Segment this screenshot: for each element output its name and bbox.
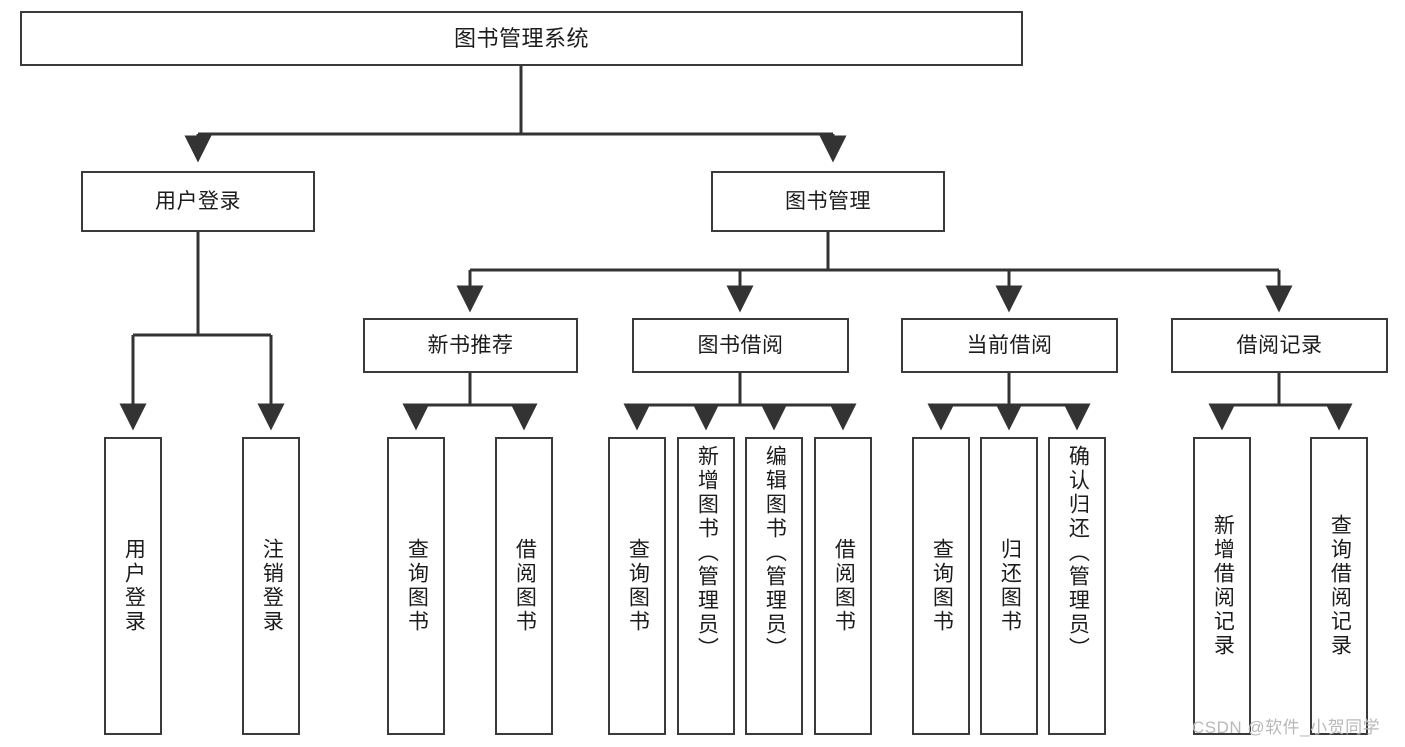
node-label: 注销登录 (260, 538, 284, 634)
leaf-confirm-return-admin[interactable]: 确认归还（管理员） (1048, 437, 1106, 735)
node-label: 借阅图书 (513, 538, 537, 634)
leaf-edit-book-admin[interactable]: 编辑图书（管理员） (745, 437, 803, 735)
node-label: 用户登录 (122, 538, 146, 634)
node-root-system[interactable]: 图书管理系统 (20, 11, 1023, 66)
node-label: 新增借阅记录 (1211, 514, 1235, 658)
node-label: 新增图书（管理员） (695, 445, 719, 661)
node-label: 查询图书 (405, 538, 429, 634)
node-label: 确认归还（管理员） (1066, 445, 1090, 661)
node-label: 借阅记录 (1236, 333, 1323, 357)
node-label: 当前借阅 (966, 333, 1053, 357)
node-book-manage[interactable]: 图书管理 (711, 171, 945, 232)
leaf-user-login[interactable]: 用户登录 (104, 437, 162, 735)
node-label: 图书管理系统 (453, 25, 589, 51)
leaf-borrow-book-recommend[interactable]: 借阅图书 (495, 437, 553, 735)
node-label: 借阅图书 (832, 538, 856, 634)
leaf-query-borrow-record[interactable]: 查询借阅记录 (1310, 437, 1368, 735)
node-current-borrow[interactable]: 当前借阅 (901, 318, 1118, 373)
node-label: 查询借阅记录 (1328, 514, 1352, 658)
node-label: 新书推荐 (427, 333, 514, 357)
leaf-borrow-book[interactable]: 借阅图书 (814, 437, 872, 735)
node-label: 查询图书 (626, 538, 650, 634)
leaf-query-book-recommend[interactable]: 查询图书 (387, 437, 445, 735)
node-label: 图书借阅 (697, 333, 784, 357)
node-user-login[interactable]: 用户登录 (81, 171, 315, 232)
node-new-book-recommend[interactable]: 新书推荐 (363, 318, 578, 373)
node-label: 图书管理 (785, 189, 871, 213)
node-book-borrow[interactable]: 图书借阅 (632, 318, 849, 373)
node-borrow-record[interactable]: 借阅记录 (1171, 318, 1388, 373)
leaf-query-book-current[interactable]: 查询图书 (912, 437, 970, 735)
node-label: 用户登录 (155, 189, 241, 213)
node-label: 编辑图书（管理员） (763, 445, 787, 661)
leaf-return-book[interactable]: 归还图书 (980, 437, 1038, 735)
leaf-query-book-borrow[interactable]: 查询图书 (608, 437, 666, 735)
leaf-add-book-admin[interactable]: 新增图书（管理员） (677, 437, 735, 735)
leaf-logout-login[interactable]: 注销登录 (242, 437, 300, 735)
node-label: 归还图书 (998, 538, 1022, 634)
node-label: 查询图书 (930, 538, 954, 634)
leaf-add-borrow-record[interactable]: 新增借阅记录 (1193, 437, 1251, 735)
